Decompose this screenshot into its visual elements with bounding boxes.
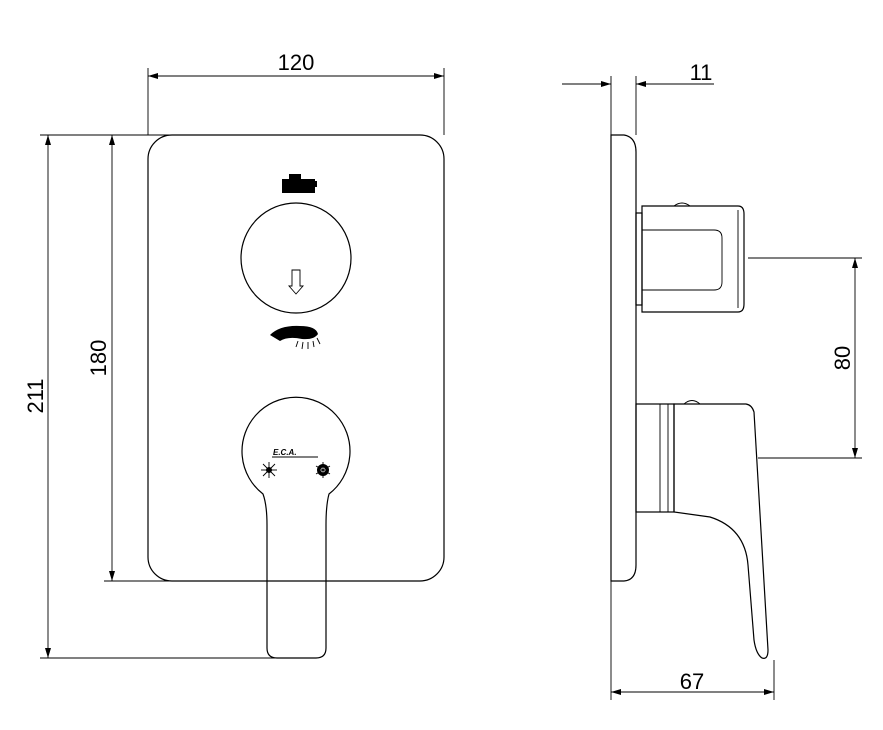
mixer-lever-side bbox=[635, 400, 769, 659]
dimension-plate-height: 180 bbox=[86, 134, 172, 582]
diverter-knob-side bbox=[635, 202, 745, 313]
dimension-depth: 67 bbox=[610, 581, 775, 700]
dimension-label-plate-height: 180 bbox=[86, 340, 111, 377]
dimension-overall-height: 211 bbox=[23, 134, 290, 659]
side-view: 11 80 67 bbox=[562, 60, 862, 700]
brand-logo: E.C.A. bbox=[273, 448, 297, 457]
dimension-handle-spacing: 80 bbox=[748, 257, 862, 459]
hand-shower-icon bbox=[270, 325, 321, 350]
dimension-label-depth: 67 bbox=[680, 669, 704, 694]
snowflake-icon bbox=[315, 462, 331, 478]
dimension-label-handle-spacing: 80 bbox=[830, 346, 855, 370]
plate-profile bbox=[610, 134, 637, 582]
dimension-label-width: 120 bbox=[278, 50, 315, 75]
mixer-lever[interactable] bbox=[241, 396, 351, 659]
sun-icon bbox=[261, 462, 277, 478]
diverter-knob[interactable] bbox=[240, 202, 352, 314]
front-view: E.C.A. 120 180 bbox=[23, 50, 445, 659]
dimension-plate-thickness: 11 bbox=[562, 60, 714, 135]
dimension-label-overall-height: 211 bbox=[23, 378, 48, 413]
dimension-width: 120 bbox=[147, 50, 445, 135]
cover-plate bbox=[147, 134, 445, 582]
bathtub-faucet-icon bbox=[282, 174, 317, 193]
dimension-label-plate-thickness: 11 bbox=[690, 60, 713, 85]
down-arrow-icon bbox=[288, 269, 304, 295]
